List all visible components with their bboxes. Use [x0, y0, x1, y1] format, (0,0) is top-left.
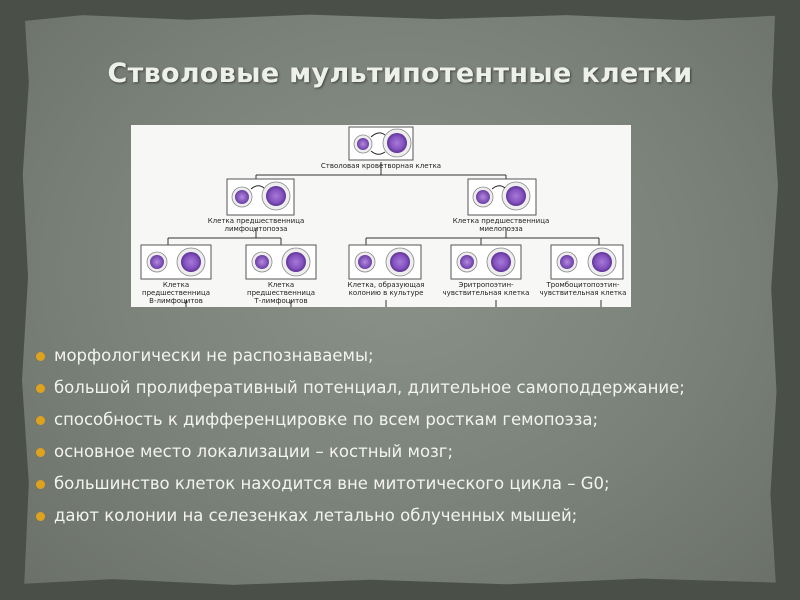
bullet-dot-icon — [36, 448, 45, 457]
b-label-line3: В-лимфоцитов — [149, 297, 203, 305]
slide-title: Стволовые мультипотентные клетки — [107, 58, 693, 89]
lymphopoiesis-label-line2: лимфоцитопоэза — [224, 225, 288, 233]
myelopoiesis-label: Клетка предшественница миелопоэза — [441, 217, 561, 233]
myelopoiesis-label-line1: Клетка предшественница — [452, 217, 550, 225]
bullet-dot-icon — [36, 416, 45, 425]
list-item: морфологически не распознаваемы; — [34, 343, 774, 369]
lymphopoiesis-label: Клетка предшественница лимфоцитопоэза — [196, 217, 316, 233]
thrombopoietin-label: Тромбоцитопоэтин- чувствительная клетка — [535, 281, 631, 297]
list-item: дают колонии на селезенках летально облу… — [34, 503, 774, 529]
erythro-label-line2: чувствительная клетка — [442, 289, 530, 297]
b-label-line1: Клетка — [162, 281, 190, 289]
colony-forming-cell — [348, 244, 422, 280]
t-label-line1: Клетка — [267, 281, 295, 289]
list-item-text: большинство клеток находится вне митотич… — [54, 474, 610, 493]
myelopoiesis-label-line2: миелопоэза — [479, 225, 523, 233]
root-cell — [348, 126, 414, 161]
list-item-text: основное место локализации – костный моз… — [54, 442, 454, 461]
myelopoiesis-progenitor-cell — [467, 178, 537, 216]
list-item-text: морфологически не распознаваемы; — [54, 346, 374, 365]
root-cell-label: Стволовая кроветворная клетка — [320, 162, 442, 170]
thrombo-label-line1: Тромбоцитопоэтин- — [546, 281, 620, 289]
erythro-label-line1: Эритропоэтин- — [458, 281, 514, 289]
b-label-line2: предшественница — [142, 289, 210, 297]
list-item: большинство клеток находится вне митотич… — [34, 471, 774, 497]
lymphopoiesis-label-line1: Клетка предшественница — [207, 217, 305, 225]
bullet-dot-icon — [36, 384, 45, 393]
list-item-text: способность к дифференцировке по всем ро… — [54, 410, 599, 429]
list-item: способность к дифференцировке по всем ро… — [34, 407, 774, 433]
colony-forming-label: Клетка, образующая колонию в культуре — [336, 281, 436, 297]
property-list: морфологически не распознаваемы; большой… — [34, 343, 774, 535]
t-lymphocyte-label: Клетка предшественница Т-лимфоцитов — [236, 281, 326, 305]
hematopoiesis-diagram: Стволовая кроветворная клетка Клетка пре… — [131, 125, 631, 307]
t-lymphocyte-progenitor-cell — [245, 244, 317, 280]
colony-label-line2: колонию в культуре — [348, 289, 424, 297]
t-label-line2: предшественница — [247, 289, 315, 297]
b-lymphocyte-label: Клетка предшественница В-лимфоцитов — [131, 281, 221, 305]
t-label-line3: Т-лимфоцитов — [254, 297, 308, 305]
erythropoietin-label: Эритропоэтин- чувствительная клетка — [436, 281, 536, 297]
b-lymphocyte-progenitor-cell — [140, 244, 212, 280]
list-item: большой пролиферативный потенциал, длите… — [34, 375, 774, 401]
list-item-text: дают колонии на селезенках летально облу… — [54, 506, 578, 525]
thrombopoietin-sensitive-cell — [550, 244, 624, 280]
thrombo-label-line2: чувствительная клетка — [539, 289, 627, 297]
list-item: основное место локализации – костный моз… — [34, 439, 774, 465]
lymphopoiesis-progenitor-cell — [226, 178, 295, 216]
bullet-dot-icon — [36, 512, 45, 521]
bullet-dot-icon — [36, 480, 45, 489]
erythropoietin-sensitive-cell — [450, 244, 522, 280]
diagram-svg — [140, 126, 624, 307]
colony-label-line1: Клетка, образующая — [347, 281, 425, 289]
list-item-text: большой пролиферативный потенциал, длите… — [54, 378, 685, 397]
bullet-dot-icon — [36, 352, 45, 361]
